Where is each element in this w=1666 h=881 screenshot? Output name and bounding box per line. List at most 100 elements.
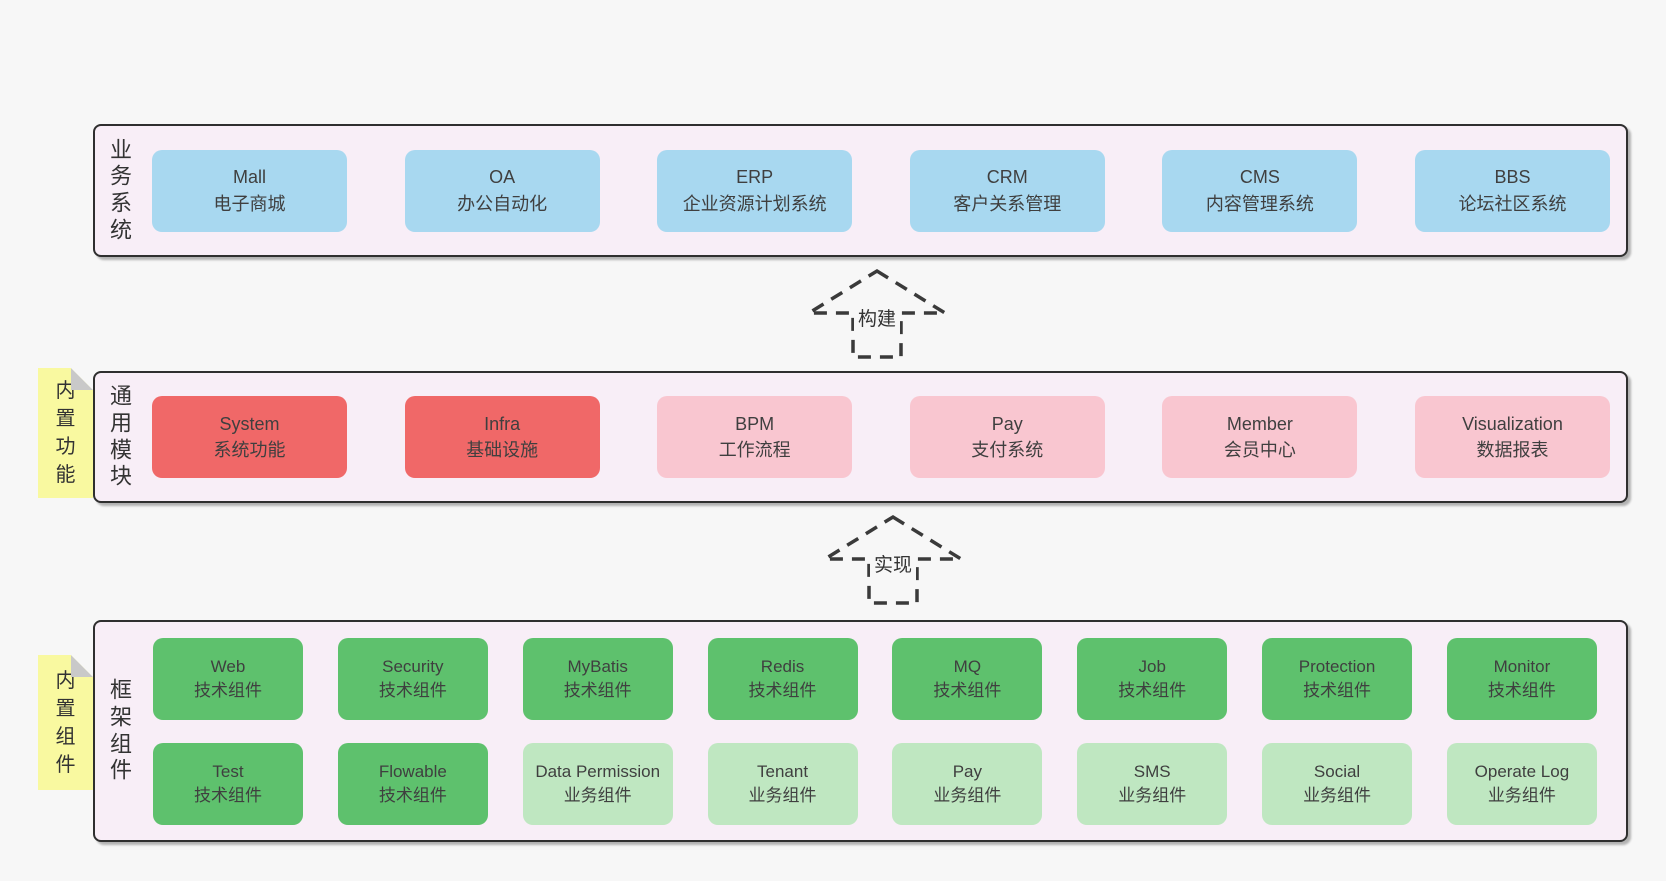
box-infra: Infra 基础设施 (404, 396, 600, 478)
box-title: ERP (736, 167, 774, 188)
box-title: MyBatis (567, 657, 628, 677)
box-title: Pay (991, 413, 1023, 434)
box-subtitle: 技术组件 (748, 681, 817, 700)
box-subtitle: 技术组件 (563, 681, 632, 700)
box-subtitle: 业务组件 (1118, 786, 1187, 805)
box-test: Test 技术组件 (153, 743, 303, 825)
box-flowable: Flowable 技术组件 (337, 743, 488, 825)
box-title: Monitor (1493, 657, 1551, 677)
band-common-modules-label: 通用模块 (109, 383, 132, 489)
box-title: Infra (484, 413, 521, 434)
box-bpm: BPM 工作流程 (657, 396, 853, 478)
box-tenant: Tenant 业务组件 (707, 743, 858, 825)
box-subtitle: 支付系统 (971, 440, 1044, 460)
box-title: MQ (953, 657, 982, 677)
box-system: System 系统功能 (152, 396, 347, 478)
box-title: Operate Log (1474, 762, 1570, 782)
sticky-note-text: 内置功能 (55, 380, 76, 486)
box-social: Social 业务组件 (1262, 743, 1413, 825)
box-erp: ERP 企业资源计划系统 (657, 149, 853, 232)
band-business-systems-boxes: Mall 电子商城 OA 办公自动化 ERP 企业资源计划系统 CRM 客户关系… (152, 126, 1610, 255)
box-mq: MQ 技术组件 (892, 638, 1043, 720)
box-subtitle: 技术组件 (194, 786, 262, 805)
box-title: SMS (1133, 762, 1171, 782)
box-title: Job (1138, 657, 1166, 677)
box-subtitle: 业务组件 (1303, 786, 1372, 805)
implement-arrow-icon: 实现 (823, 514, 963, 606)
box-subtitle: 工作流程 (718, 440, 791, 460)
box-subtitle: 系统功能 (213, 440, 286, 460)
box-visualization: Visualization 数据报表 (1414, 396, 1610, 478)
box-pay-biz: Pay 业务组件 (892, 743, 1043, 825)
box-operate-log: Operate Log 业务组件 (1446, 743, 1597, 825)
box-web: Web 技术组件 (153, 638, 303, 720)
box-data-permission: Data Permission 业务组件 (522, 743, 673, 825)
box-subtitle: 技术组件 (378, 786, 447, 805)
box-title: Protection (1298, 657, 1376, 677)
box-subtitle: 会员中心 (1223, 440, 1296, 460)
arrow-label: 实现 (869, 552, 917, 581)
band-business-systems: 业务系统 Mall 电子商城 OA 办公自动化 ERP 企业资源计划系统 CRM… (93, 124, 1628, 257)
box-subtitle: 基础设施 (466, 440, 539, 460)
band-business-systems-label: 业务系统 (109, 136, 132, 243)
box-subtitle: 企业资源计划系统 (682, 193, 827, 214)
build-arrow-icon: 构建 (807, 268, 947, 360)
sticky-note-text: 内置组件 (55, 669, 76, 776)
box-title: BPM (735, 413, 775, 434)
arrow-label: 构建 (853, 306, 901, 335)
box-job: Job 技术组件 (1077, 638, 1228, 720)
box-subtitle: 业务组件 (563, 786, 632, 805)
box-title: Visualization (1462, 413, 1563, 434)
box-title: Redis (760, 657, 805, 677)
box-title: Web (210, 657, 246, 677)
box-subtitle: 业务组件 (933, 786, 1002, 805)
box-title: Member (1226, 413, 1293, 434)
box-subtitle: 技术组件 (194, 681, 262, 700)
box-mybatis: MyBatis 技术组件 (522, 638, 673, 720)
box-member: Member 会员中心 (1162, 396, 1358, 478)
box-redis: Redis 技术组件 (707, 638, 858, 720)
box-title: Tenant (757, 762, 809, 782)
box-subtitle: 业务组件 (1487, 786, 1556, 805)
framework-row-1: Web 技术组件 Security 技术组件 MyBatis 技术组件 Redi… (153, 638, 1597, 720)
box-title: OA (489, 167, 516, 188)
sticky-note-builtin-features: 内置功能 (38, 368, 93, 498)
box-monitor: Monitor 技术组件 (1446, 638, 1597, 720)
box-subtitle: 技术组件 (378, 681, 447, 700)
box-subtitle: 技术组件 (1487, 681, 1556, 700)
box-subtitle: 论坛社区系统 (1458, 193, 1567, 214)
box-title: Test (212, 762, 244, 782)
box-title: Social (1313, 762, 1361, 782)
box-subtitle: 内容管理系统 (1205, 193, 1314, 214)
box-protection: Protection 技术组件 (1262, 638, 1413, 720)
box-subtitle: 技术组件 (1303, 681, 1372, 700)
box-title: Data Permission (535, 762, 661, 782)
box-sms: SMS 业务组件 (1077, 743, 1228, 825)
box-title: BBS (1494, 167, 1531, 188)
band-framework-components-label: 框架组件 (109, 677, 132, 783)
framework-row-2: Test 技术组件 Flowable 技术组件 Data Permission … (153, 743, 1597, 825)
box-subtitle: 业务组件 (748, 786, 817, 805)
folded-corner-icon (71, 368, 93, 390)
box-subtitle: 客户关系管理 (953, 193, 1062, 214)
box-title: CRM (986, 167, 1028, 188)
box-security: Security 技术组件 (337, 638, 488, 720)
sticky-note-builtin-components: 内置组件 (38, 655, 93, 790)
box-mall: Mall 电子商城 (152, 149, 347, 232)
band-common-modules: 通用模块 System 系统功能 Infra 基础设施 BPM 工作流程 Pay… (93, 371, 1628, 503)
box-bbs: BBS 论坛社区系统 (1414, 149, 1610, 232)
box-title: CMS (1239, 167, 1280, 188)
box-title: Security (382, 657, 444, 677)
box-subtitle: 技术组件 (933, 681, 1002, 700)
box-oa: OA 办公自动化 (404, 149, 600, 232)
box-pay: Pay 支付系统 (909, 396, 1105, 478)
box-subtitle: 数据报表 (1476, 440, 1549, 460)
box-title: Flowable (378, 762, 447, 782)
band-framework-components-boxes: Web 技术组件 Security 技术组件 MyBatis 技术组件 Redi… (153, 638, 1597, 825)
folded-corner-icon (71, 655, 93, 677)
band-framework-components: 框架组件 Web 技术组件 Security 技术组件 MyBatis 技术组件… (93, 620, 1628, 842)
box-subtitle: 电子商城 (213, 193, 286, 214)
box-crm: CRM 客户关系管理 (909, 149, 1105, 232)
box-title: Mall (232, 167, 266, 188)
